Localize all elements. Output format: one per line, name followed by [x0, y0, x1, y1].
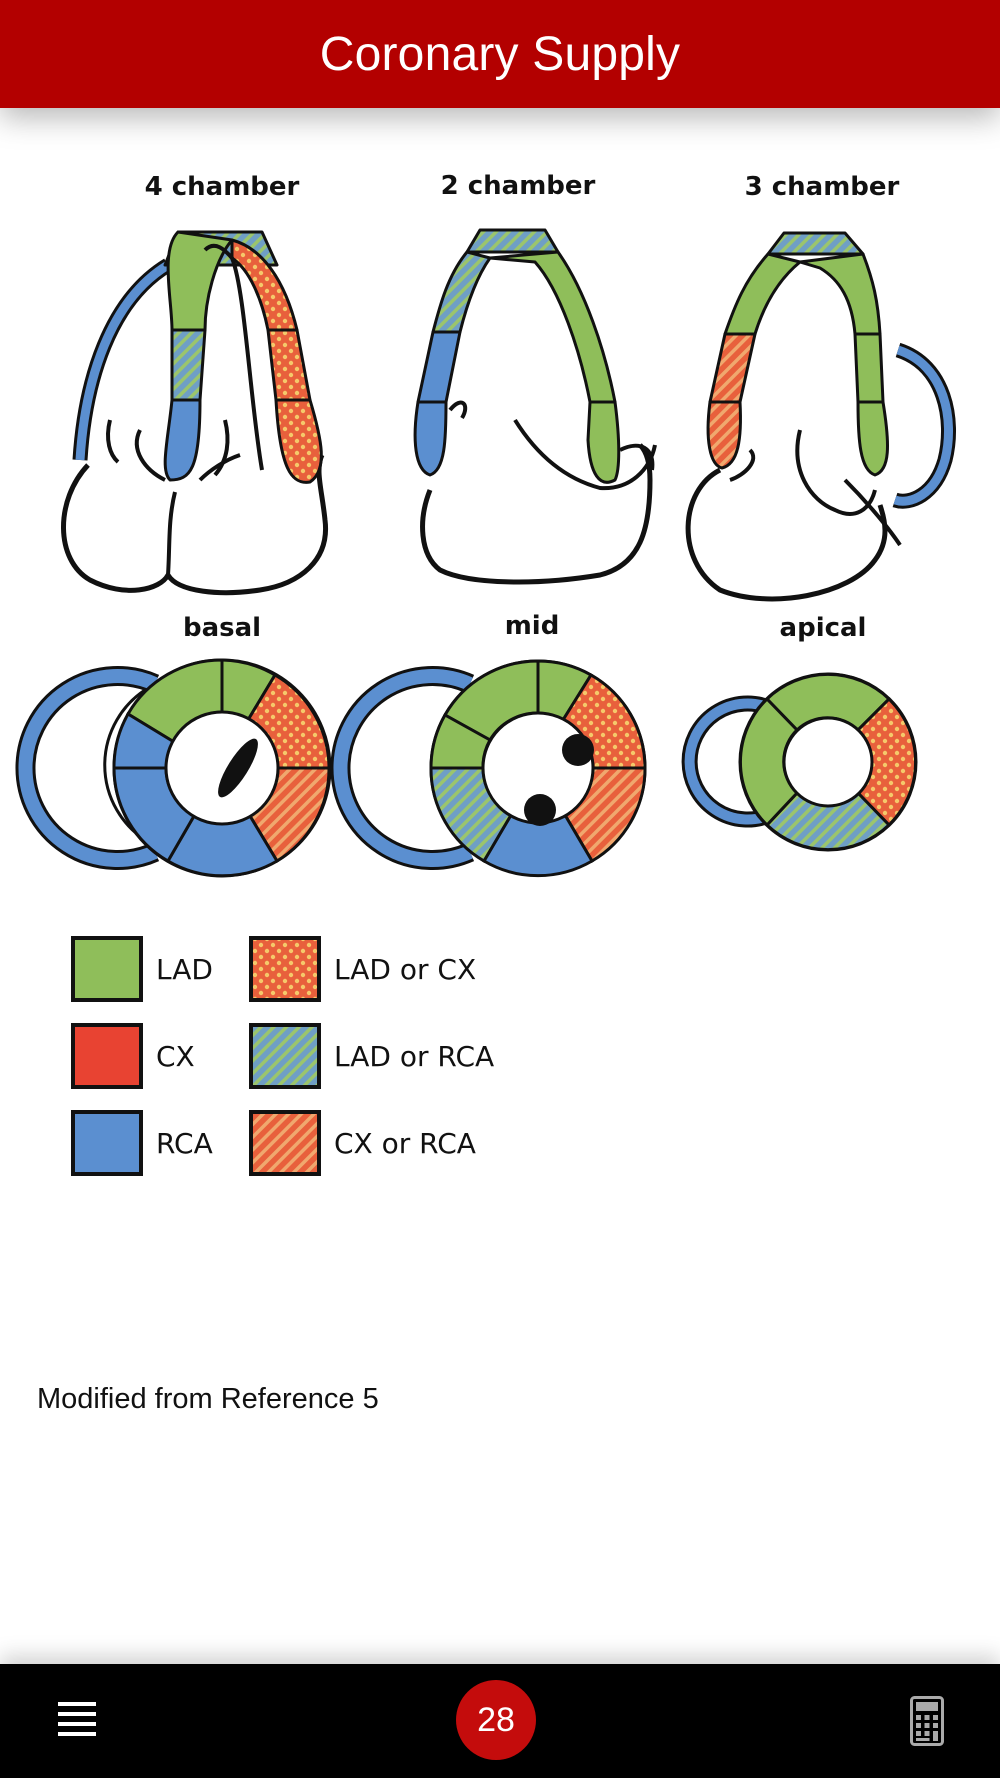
legend-item-cx: CX	[71, 1023, 195, 1089]
ring-apical	[681, 672, 918, 852]
figure-caption: Modified from Reference 5	[37, 1383, 379, 1415]
legend: LAD CX RCA LAD or CX LAD or RCA CX or RC…	[71, 936, 494, 1176]
view-3-chamber	[685, 231, 957, 602]
title-3-chamber: 3 chamber	[745, 172, 900, 202]
coronary-diagram: 4 chamber 2 chamber 3 chamber basal mid …	[15, 171, 957, 1176]
calculator-icon	[910, 1696, 944, 1746]
view-4-chamber	[61, 230, 329, 596]
title-mid: mid	[505, 611, 560, 641]
page-title-bar: Coronary Supply	[0, 0, 1000, 108]
title-4-chamber: 4 chamber	[145, 172, 300, 202]
coronary-supply-figure: 4 chamber 2 chamber 3 chamber basal mid …	[0, 108, 1000, 1664]
title-apical: apical	[780, 613, 867, 643]
svg-text:CX: CX	[156, 1040, 195, 1073]
view-2-chamber	[413, 228, 657, 585]
svg-text:RCA: RCA	[156, 1127, 213, 1160]
svg-text:LAD or CX: LAD or CX	[334, 953, 476, 986]
bottom-toolbar: 28	[0, 1664, 1000, 1778]
page-number-button[interactable]: 28	[456, 1680, 536, 1760]
legend-item-cx-or-rca: CX or RCA	[249, 1110, 476, 1176]
hamburger-menu-icon	[58, 1702, 96, 1736]
ring-basal	[15, 658, 332, 878]
menu-button[interactable]	[58, 1700, 98, 1740]
legend-item-lad-or-rca: LAD or RCA	[249, 1023, 494, 1089]
legend-item-lad-or-cx: LAD or CX	[249, 936, 476, 1002]
title-basal: basal	[183, 613, 261, 643]
svg-text:LAD: LAD	[156, 953, 213, 986]
calculator-button[interactable]	[910, 1696, 944, 1746]
legend-item-rca: RCA	[71, 1110, 213, 1176]
page-number: 28	[477, 1700, 515, 1739]
svg-text:LAD or RCA: LAD or RCA	[334, 1040, 494, 1073]
ring-mid	[330, 659, 647, 878]
svg-text:CX or RCA: CX or RCA	[334, 1127, 476, 1160]
title-2-chamber: 2 chamber	[441, 171, 596, 201]
legend-item-lad: LAD	[71, 936, 213, 1002]
page-title: Coronary Supply	[319, 27, 681, 81]
